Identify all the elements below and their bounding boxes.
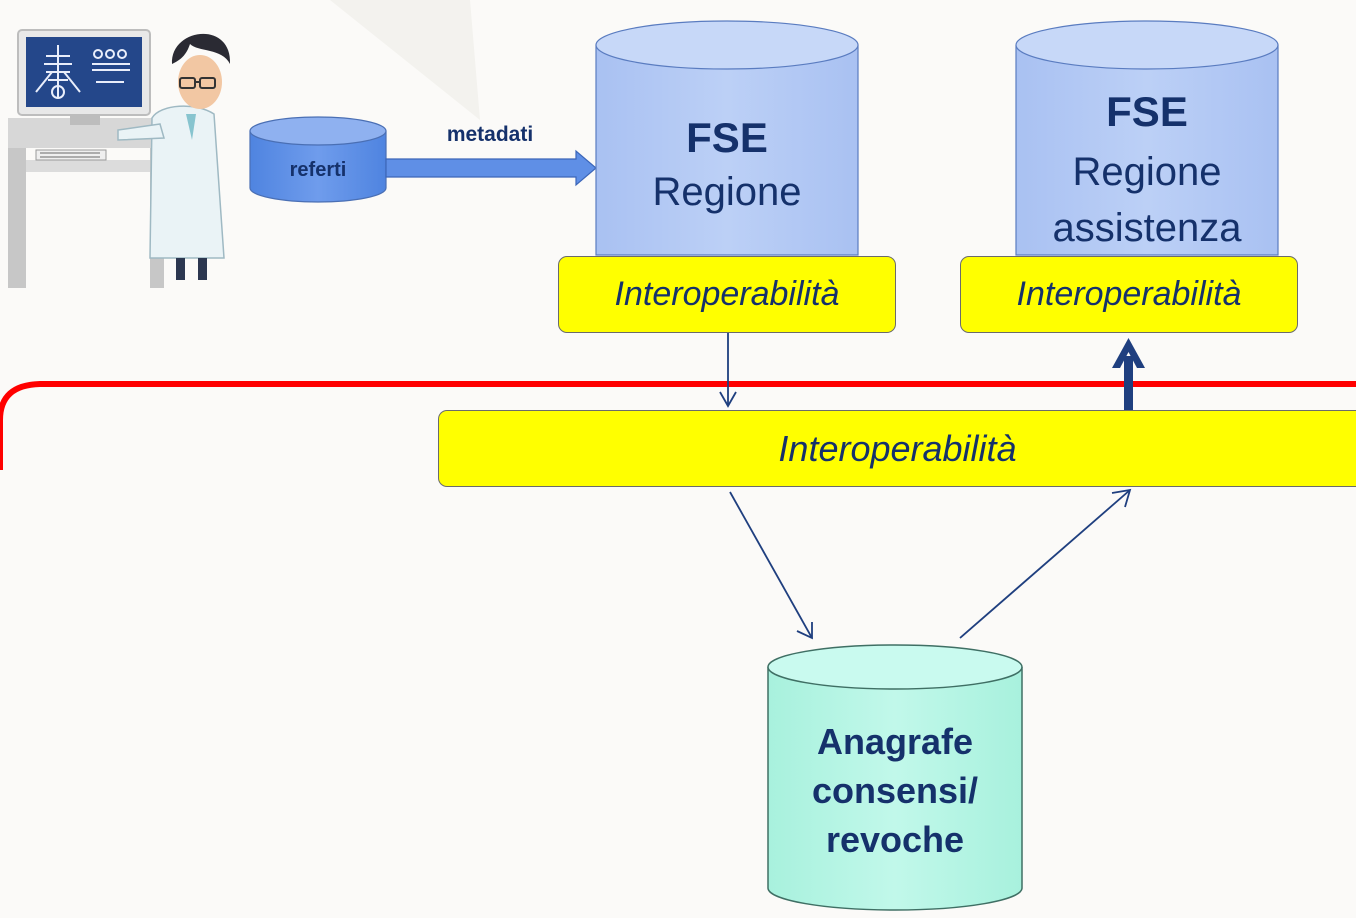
doctor-at-xray-workstation-icon — [8, 29, 231, 288]
referti-database — [249, 116, 387, 203]
fse-regione-subtitle: Regione — [652, 170, 802, 214]
arrow-up-from-anagrafe — [959, 488, 1132, 639]
arrow-down-to-central-interop — [719, 333, 737, 408]
fse-assistenza-subtitle-1: Regione — [1072, 150, 1222, 194]
anagrafe-label-line3: revoche — [825, 819, 965, 860]
metadati-label: metadati — [446, 123, 534, 146]
fse-regione-title: FSE — [686, 114, 768, 161]
interoperabilita-box-central: Interoperabilità — [438, 410, 1356, 487]
fse-regione-assistenza-database — [1015, 20, 1279, 256]
anagrafe-label-line2: consensi/ — [811, 770, 979, 811]
arrow-down-to-anagrafe — [729, 491, 813, 640]
interoperabilita-box-assistenza: Interoperabilità — [960, 256, 1298, 333]
interoperabilita-label-regione: Interoperabilità — [614, 275, 840, 313]
fse-assistenza-subtitle-2: assistenza — [1052, 206, 1242, 250]
background-swoosh — [330, 0, 480, 120]
arrow-up-to-regione-assistenza — [1112, 338, 1145, 410]
fse-assistenza-title: FSE — [1106, 88, 1188, 135]
metadati-arrow — [385, 149, 597, 187]
interoperabilita-label-assistenza: Interoperabilità — [1016, 275, 1242, 313]
referti-label: referti — [289, 159, 347, 181]
interoperabilita-box-regione: Interoperabilità — [558, 256, 896, 333]
interoperabilita-label-central: Interoperabilità — [778, 427, 1017, 469]
anagrafe-consensi-database — [767, 644, 1023, 911]
anagrafe-label-line1: Anagrafe — [816, 721, 974, 762]
fse-regione-database — [595, 20, 859, 256]
network-boundary-line — [0, 381, 1356, 470]
